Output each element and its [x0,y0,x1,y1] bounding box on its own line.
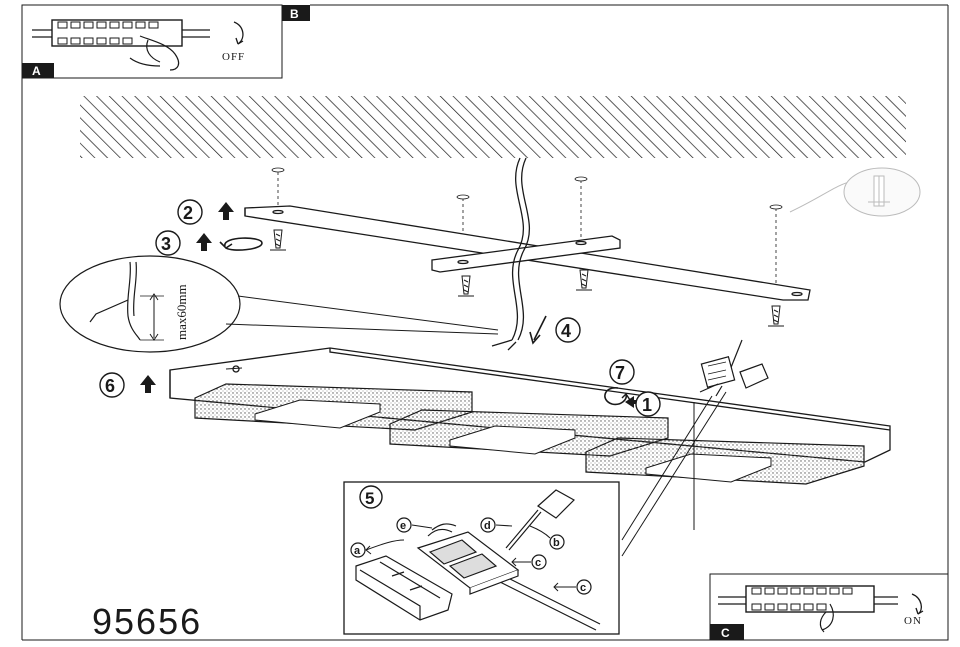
screw-icon [768,305,784,327]
mounting-bracket [244,205,811,301]
step-7-marker: 7 [604,359,635,406]
step-7-number: 7 [615,363,625,383]
cable-icon [427,523,601,631]
hand-icon [129,35,180,71]
left-arrow-icon [625,396,640,408]
max-cable-length-label: max60mm [174,284,189,340]
screw-icon [270,229,286,251]
rotate-arrow-icon [224,237,263,251]
svg-text:c: c [580,582,586,594]
wall-plug-icon [789,167,921,217]
step-4-marker: 4 [529,315,581,345]
mains-cable [491,157,530,351]
step-1-number: 1 [642,395,652,415]
step-4-number: 4 [561,321,571,341]
switch-off-label: OFF [222,51,245,63]
switch-off-arrow-icon [233,21,244,45]
led-panel [585,437,865,485]
rotate-arrow-icon [604,387,628,406]
panel-switch-on: ON C [709,573,949,641]
up-arrow-icon [196,233,212,251]
lamp-body [169,347,891,463]
step-2-marker: 2 [177,199,234,225]
step-5-number: 5 [365,489,374,508]
led-panel [389,409,669,457]
terminal-housing [416,531,520,595]
screw-icon [458,275,474,297]
up-arrow-icon [218,202,234,220]
screwdriver-icon [505,489,575,551]
part-label-a: a [350,539,405,558]
step-6-number: 6 [105,376,115,396]
down-arrow-icon [533,315,547,341]
drill-marks [271,167,783,210]
switch-on-arrow-icon [911,593,924,615]
badge-b [282,5,310,21]
terminal-block-icon [32,19,210,47]
ceiling-hatch [80,96,906,158]
product-number: 95656 [92,601,202,642]
panel-switch-off: OFF A B [21,4,310,79]
step-2-number: 2 [183,203,193,223]
svg-text:d: d [484,520,491,532]
terminal-cover [355,555,453,621]
badge-c [710,624,744,640]
callout-leaders [621,391,727,557]
step-3-marker: 3 [155,230,263,256]
switch-on-label: ON [904,615,922,627]
svg-text:a: a [354,545,361,557]
terminal-block-icon [718,585,898,613]
hand-icon [819,603,834,633]
step-6-marker: 6 [99,372,156,398]
step-3-number: 3 [161,234,171,254]
terminal-connector [699,339,769,397]
step-1-marker: 1 [625,391,661,417]
drill-guides [277,172,777,292]
badge-a [22,63,54,78]
cable-length-detail: max60mm [59,255,499,353]
wiring-detail-box: 5 a [343,481,620,635]
svg-text:e: e [400,520,406,532]
up-arrow-icon [140,375,156,393]
part-label-e: e [396,517,433,533]
badge-b-label: B [290,7,299,21]
svg-text:b: b [553,537,560,549]
part-label-c: c [511,554,547,570]
svg-text:c: c [535,557,541,569]
badge-a-label: A [32,64,41,78]
badge-c-label: C [721,626,730,640]
part-label-d: d [480,517,513,533]
part-label-c: c [553,579,592,595]
screw-icon [576,269,592,291]
part-label-b: b [529,525,565,550]
